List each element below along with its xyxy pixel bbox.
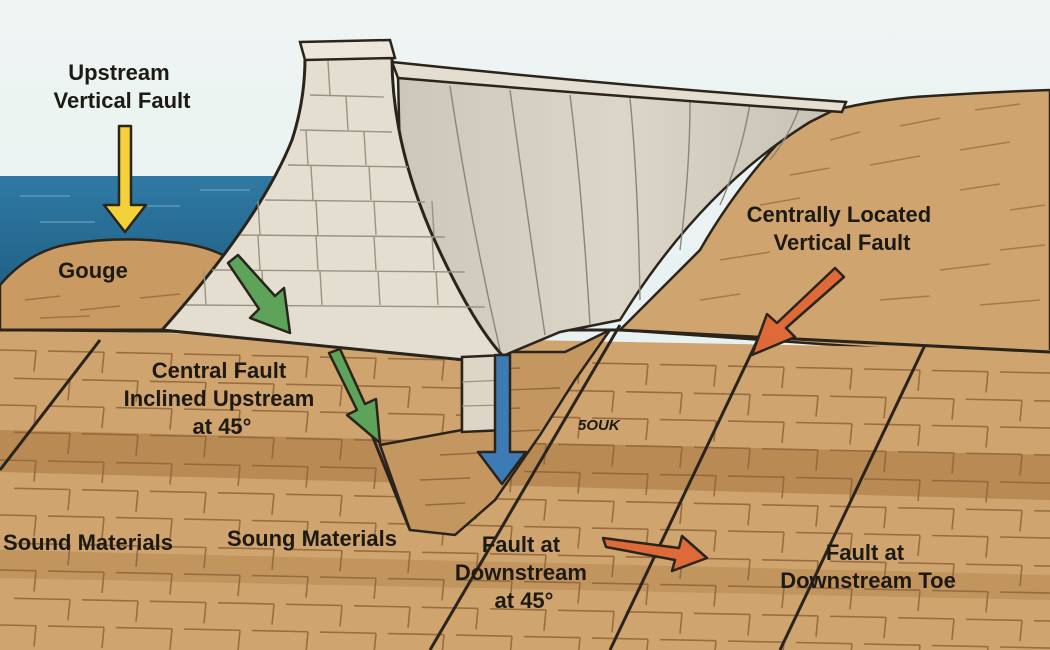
label-fault-at-downstream-45: Fault at Downstream at 45° xyxy=(455,532,593,613)
fault-line-downstream-toe-2 xyxy=(778,344,927,650)
dam-crest-cap xyxy=(298,38,397,62)
label-central-fault-inclined: Central Fault Inclined Upstream at 45° xyxy=(124,358,321,439)
rock-band-lower xyxy=(0,550,1050,600)
fault-line-left-inclined xyxy=(0,339,102,471)
right-hillside xyxy=(617,88,1050,362)
rock-marking: 5OUK xyxy=(578,417,621,434)
dam-crest xyxy=(390,60,848,114)
rock-brick-texture xyxy=(0,349,1050,650)
rock-band-upper xyxy=(0,430,1050,500)
arrow-downstream-blue xyxy=(476,353,528,486)
label-soung-materials: Soung Materials xyxy=(227,526,397,551)
arrow-central-fault-green-1 xyxy=(226,253,292,335)
label-gouge: Gouge xyxy=(58,258,128,283)
label-sound-materials: Sound Materials xyxy=(3,530,173,555)
arrow-downstream-toe-orange xyxy=(601,534,709,573)
gouge-mound xyxy=(0,238,237,334)
dam-block-joints xyxy=(185,60,486,308)
dam-face-joints xyxy=(449,85,801,351)
hillside-texture xyxy=(699,103,1046,306)
label-fault-at-downstream-toe: Fault at Downstream Toe xyxy=(780,540,956,593)
label-centrally-located-vertical-fault: Centrally Located Vertical Fault xyxy=(747,202,938,255)
fault-line-downstream-toe-1 xyxy=(608,334,762,650)
arrow-upstream-vertical-fault xyxy=(102,124,148,234)
gouge-texture xyxy=(24,293,181,319)
label-upstream-vertical-fault: Upstream Vertical Fault xyxy=(54,60,192,113)
arrow-centrally-located-orange xyxy=(750,266,846,357)
fault-line-downstream-45 xyxy=(428,324,622,650)
arrow-central-fault-green-2 xyxy=(327,347,382,445)
